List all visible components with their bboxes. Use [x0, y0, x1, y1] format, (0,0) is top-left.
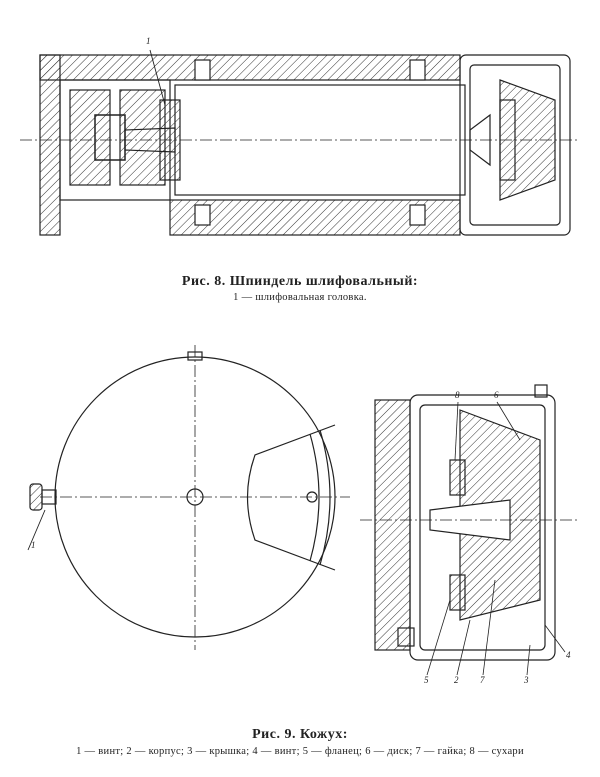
figure-9-cover-front-view [27, 345, 350, 650]
callout-2: 2 [454, 675, 459, 685]
callout-3: 3 [524, 675, 529, 685]
callout-1: 1 [146, 36, 151, 46]
callout-5: 5 [424, 675, 429, 685]
figure-9-cover-section-view [360, 384, 580, 676]
figure-8-caption-legend: 1 — шлифовальная головка. [233, 292, 367, 303]
figure-9-caption-legend: 1 — винт; 2 — корпус; 3 — крышка; 4 — ви… [76, 746, 524, 757]
callout-7: 7 [480, 675, 485, 685]
callout-1: 1 [31, 540, 36, 550]
figure-8-caption-title: Рис. 8. Шпиндель шлифовальный: [181, 274, 419, 289]
callout-6: 6 [494, 390, 499, 400]
callout-8: 8 [455, 390, 460, 400]
figure-9-caption-title: Рис. 9. Кожух: [252, 727, 348, 742]
callout-4: 4 [566, 650, 571, 660]
